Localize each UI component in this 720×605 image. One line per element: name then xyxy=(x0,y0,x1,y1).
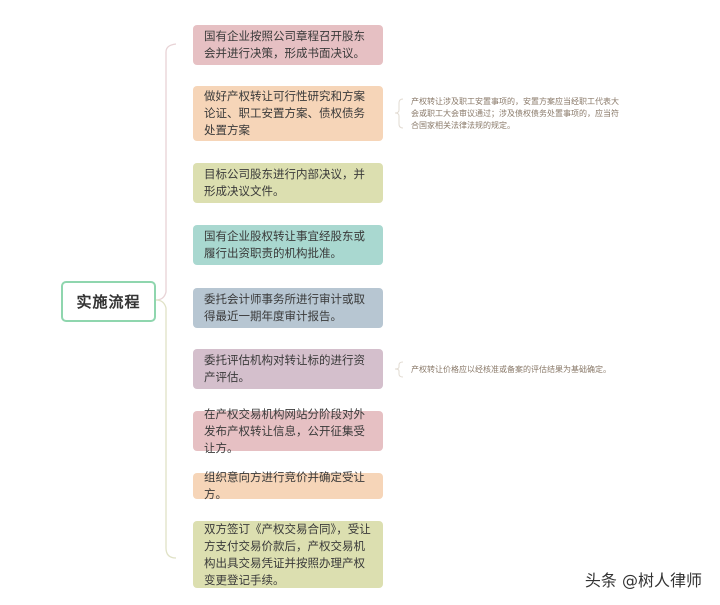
step-text: 做好产权转让可行性研究和方案论证、职工安置方案、债权债务处置方案 xyxy=(204,89,365,137)
step-node-4[interactable]: 国有企业股权转让事宜经股东或履行出资职责的机构批准。 xyxy=(193,225,383,265)
step-text: 双方签订《产权交易合同》，受让方支付交易价款后，产权交易机构出具交易凭证并按照办… xyxy=(204,521,371,587)
watermark: 头条 @树人律师 xyxy=(584,571,702,590)
note-step-6: 产权转让价格应以经核准或备案的评估结果为基础确定。 xyxy=(411,364,671,376)
step-node-6[interactable]: 委托评估机构对转让标的进行资产评估。 xyxy=(193,349,383,389)
step-text: 在产权交易机构网站分阶段对外发布产权转让信息，公开征集受让方。 xyxy=(204,406,365,455)
note-text: 产权转让涉及职工安置事项的，安置方案应当经职工代表大会或职工大会审议通过；涉及债… xyxy=(411,97,619,130)
note-text: 产权转让价格应以经核准或备案的评估结果为基础确定。 xyxy=(411,365,611,374)
step-text: 组织意向方进行竞价并确定受让方。 xyxy=(204,470,365,501)
step-node-3[interactable]: 目标公司股东进行内部决议，并形成决议文件。 xyxy=(193,163,383,203)
step-text: 国有企业股权转让事宜经股东或履行出资职责的机构批准。 xyxy=(204,229,365,260)
note-step-2: 产权转让涉及职工安置事项的，安置方案应当经职工代表大会或职工大会审议通过；涉及债… xyxy=(411,96,626,132)
step-node-1[interactable]: 国有企业按照公司章程召开股东会并进行决策，形成书面决议。 xyxy=(193,25,383,65)
step-text: 目标公司股东进行内部决议，并形成决议文件。 xyxy=(204,167,365,198)
step-node-7[interactable]: 在产权交易机构网站分阶段对外发布产权转让信息，公开征集受让方。 xyxy=(193,407,383,455)
step-node-8[interactable]: 组织意向方进行竞价并确定受让方。 xyxy=(193,470,383,501)
root-label: 实施流程 xyxy=(76,293,141,311)
step-text: 委托评估机构对转让标的进行资产评估。 xyxy=(204,353,365,384)
root-node[interactable]: 实施流程 xyxy=(61,281,156,322)
step-node-2[interactable]: 做好产权转让可行性研究和方案论证、职工安置方案、债权债务处置方案 xyxy=(193,86,383,141)
step-text: 委托会计师事务所进行审计或取得最近一期年度审计报告。 xyxy=(204,292,365,323)
step-node-9[interactable]: 双方签订《产权交易合同》，受让方支付交易价款后，产权交易机构出具交易凭证并按照办… xyxy=(193,521,383,588)
step-text: 国有企业按照公司章程召开股东会并进行决策，形成书面决议。 xyxy=(204,29,365,60)
step-node-5[interactable]: 委托会计师事务所进行审计或取得最近一期年度审计报告。 xyxy=(193,288,383,328)
